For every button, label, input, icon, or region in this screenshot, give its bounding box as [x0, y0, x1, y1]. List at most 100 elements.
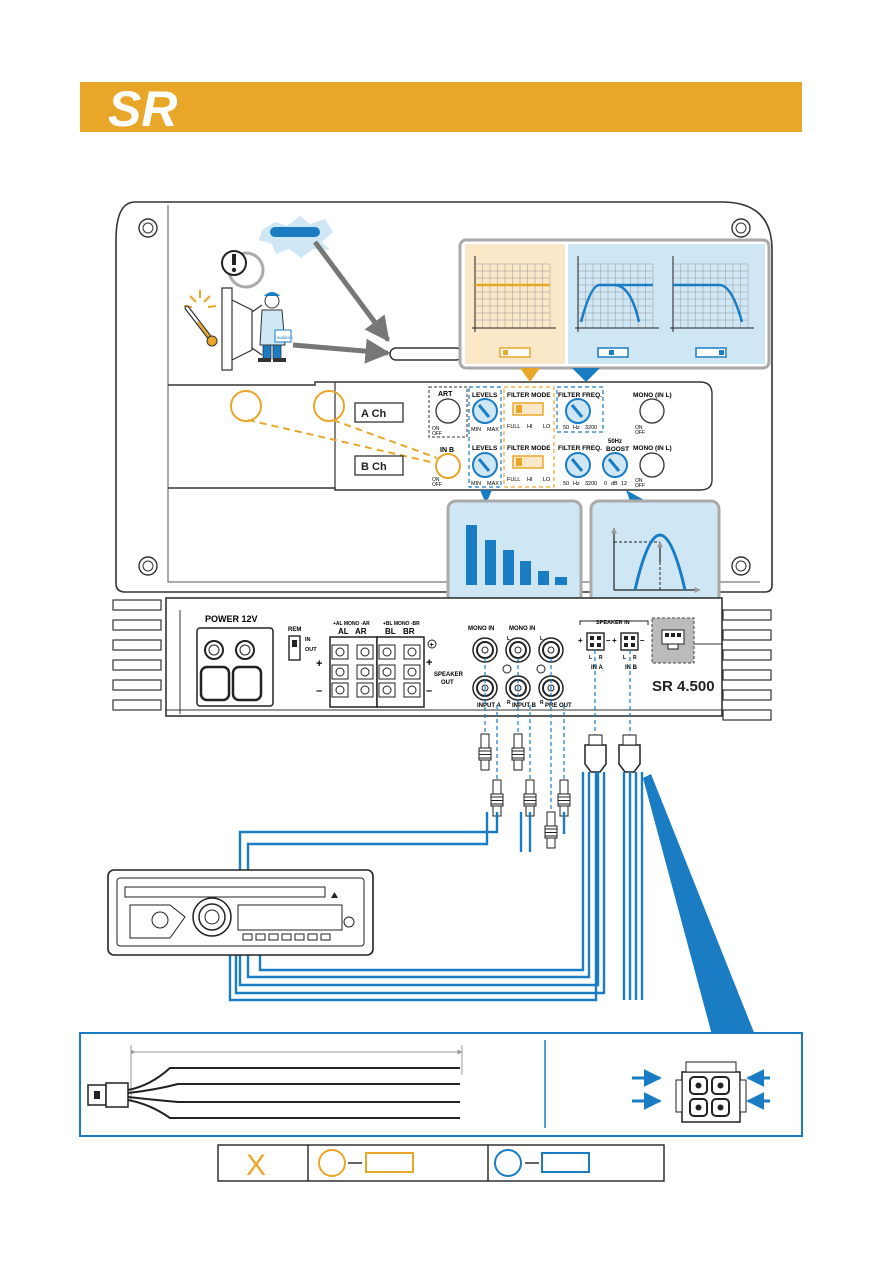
speaker-in-b-connector[interactable] — [620, 632, 639, 651]
filter-mode-b-hi: HI — [527, 477, 533, 483]
filter-response-curve — [673, 283, 744, 323]
bl-label: BL — [385, 627, 396, 636]
filter-mode-a-full: FULL — [507, 424, 520, 430]
filter-mode-a-hi: HI — [527, 424, 533, 430]
rca-plug-tip — [546, 811, 556, 827]
filter-freq-b-min: 50 — [563, 481, 569, 487]
speaker-in-connector-detail — [675, 1061, 747, 1123]
in-b-button[interactable] — [435, 453, 461, 479]
rca-plug-tip — [559, 779, 569, 795]
in-a-label: IN A — [591, 665, 603, 671]
terminal-screw-head — [335, 685, 345, 695]
mono-b-button[interactable] — [639, 452, 665, 478]
speaker-plus-left: + — [316, 658, 322, 670]
plus-circle-mark-text: + — [430, 642, 434, 649]
in-b-on-label: ON — [432, 477, 440, 483]
filter-mode-b-lo: LO — [543, 477, 551, 483]
mono-a-on: ON — [635, 425, 643, 431]
speaker-minus-left: – — [316, 685, 322, 697]
speaker-out-terminal-block[interactable] — [329, 636, 425, 708]
screw-top-right — [731, 218, 751, 238]
terminal-screw-head — [360, 685, 370, 695]
speaker-in-cable-icon — [87, 1067, 460, 1119]
mono-ar-label: +AL MONO -AR — [333, 621, 370, 627]
pre-out-label: PRE OUT — [545, 703, 572, 709]
in-b-spk-label: IN B — [625, 665, 638, 671]
mono-b-label: MONO (IN L) — [633, 445, 672, 452]
mono-a-button[interactable] — [639, 398, 665, 424]
br-label: BR — [403, 627, 415, 636]
art-button[interactable] — [435, 398, 461, 424]
boost-unit: dB — [611, 481, 618, 487]
filter-freq-b-knob[interactable] — [565, 452, 591, 478]
screw-top-left — [138, 218, 158, 238]
boost-label: BOOST — [606, 446, 629, 453]
signal-cables — [228, 772, 644, 1002]
rem-out-label: OUT — [305, 647, 317, 653]
plug-detail-icon — [651, 617, 695, 664]
terminal-screw-head — [407, 647, 417, 657]
zoom-wedge — [643, 774, 755, 1035]
rem-switch[interactable] — [288, 635, 301, 661]
b-ch-label: B Ch — [354, 455, 404, 476]
levels-b-knob[interactable] — [472, 452, 498, 478]
filter-freq-a-max: 3200 — [585, 425, 597, 431]
speaker-out-label-2: OUT — [441, 680, 454, 686]
levels-bar — [466, 525, 477, 585]
levels-a-knob[interactable] — [472, 398, 498, 424]
speaker-in-plug-b — [618, 734, 641, 773]
filter-mode-a-switch[interactable] — [512, 402, 544, 416]
head-unit-icon — [107, 869, 374, 956]
mono-in-a-label: MONO IN — [468, 626, 494, 632]
filter-mode-b-full: FULL — [507, 477, 520, 483]
screw-bottom-right — [731, 556, 751, 576]
ar-label: AR — [355, 627, 367, 636]
rca-jack-pin — [514, 646, 522, 654]
boost-knob[interactable] — [602, 452, 628, 478]
rca-plug-tip — [480, 733, 490, 749]
legend-blue-symbol — [494, 1149, 590, 1177]
speaker-in-label: SPEAKER IN — [596, 620, 630, 626]
levels-bar — [503, 550, 514, 585]
filter-mode-a-lo: LO — [543, 424, 551, 430]
led-pointer-arrow — [312, 240, 391, 343]
filter-mode-b-switch[interactable] — [512, 455, 544, 469]
boost-min: 0 — [604, 481, 607, 487]
filter-mode-a-label: FILTER MODE — [507, 392, 551, 399]
rca-plug-tip — [492, 779, 502, 795]
rca-plug-tail — [480, 759, 490, 771]
levels-b-min: MIN — [471, 481, 481, 487]
thermometer-icon — [183, 290, 218, 347]
filter-freq-pointer — [572, 368, 600, 382]
dashed-orange-line-1 — [247, 419, 436, 464]
spk-r-a: R — [599, 655, 603, 661]
amp-top-view — [115, 201, 773, 593]
mono-a-label: MONO (IN L) — [633, 392, 672, 399]
switch-hi-icon — [597, 347, 629, 358]
speaker-in-a-connector[interactable] — [586, 632, 605, 651]
speaker-plus-right: + — [426, 657, 432, 669]
filter-freq-a-knob[interactable] — [565, 398, 591, 424]
legend-x-mark: X — [246, 1149, 266, 1182]
graph-high-pass — [575, 256, 659, 332]
switch-lo-icon — [695, 347, 727, 358]
rca-r-a: R — [507, 700, 511, 706]
filter-response-curve — [579, 283, 653, 323]
header-bar — [80, 82, 802, 132]
filter-mode-pointer — [520, 368, 540, 382]
legend-box — [217, 1144, 665, 1182]
levels-bar — [485, 540, 496, 585]
terminal-screw-head — [382, 667, 392, 677]
power-terminal-block[interactable] — [196, 627, 274, 707]
mono-br-label: +BL MONO -BR — [383, 621, 420, 627]
header-logo: SR — [108, 81, 177, 137]
boost-max: 12 — [621, 481, 627, 487]
rca-plus-mark-a — [502, 664, 512, 674]
dashed-blue-guides — [484, 650, 631, 815]
model-label: SR 4.500 — [652, 678, 715, 695]
plus-circle-mark — [427, 639, 437, 649]
spk-in-minus-b: – — [640, 636, 645, 645]
graph-full-range — [472, 256, 556, 332]
art-off-label: OFF — [432, 431, 442, 437]
